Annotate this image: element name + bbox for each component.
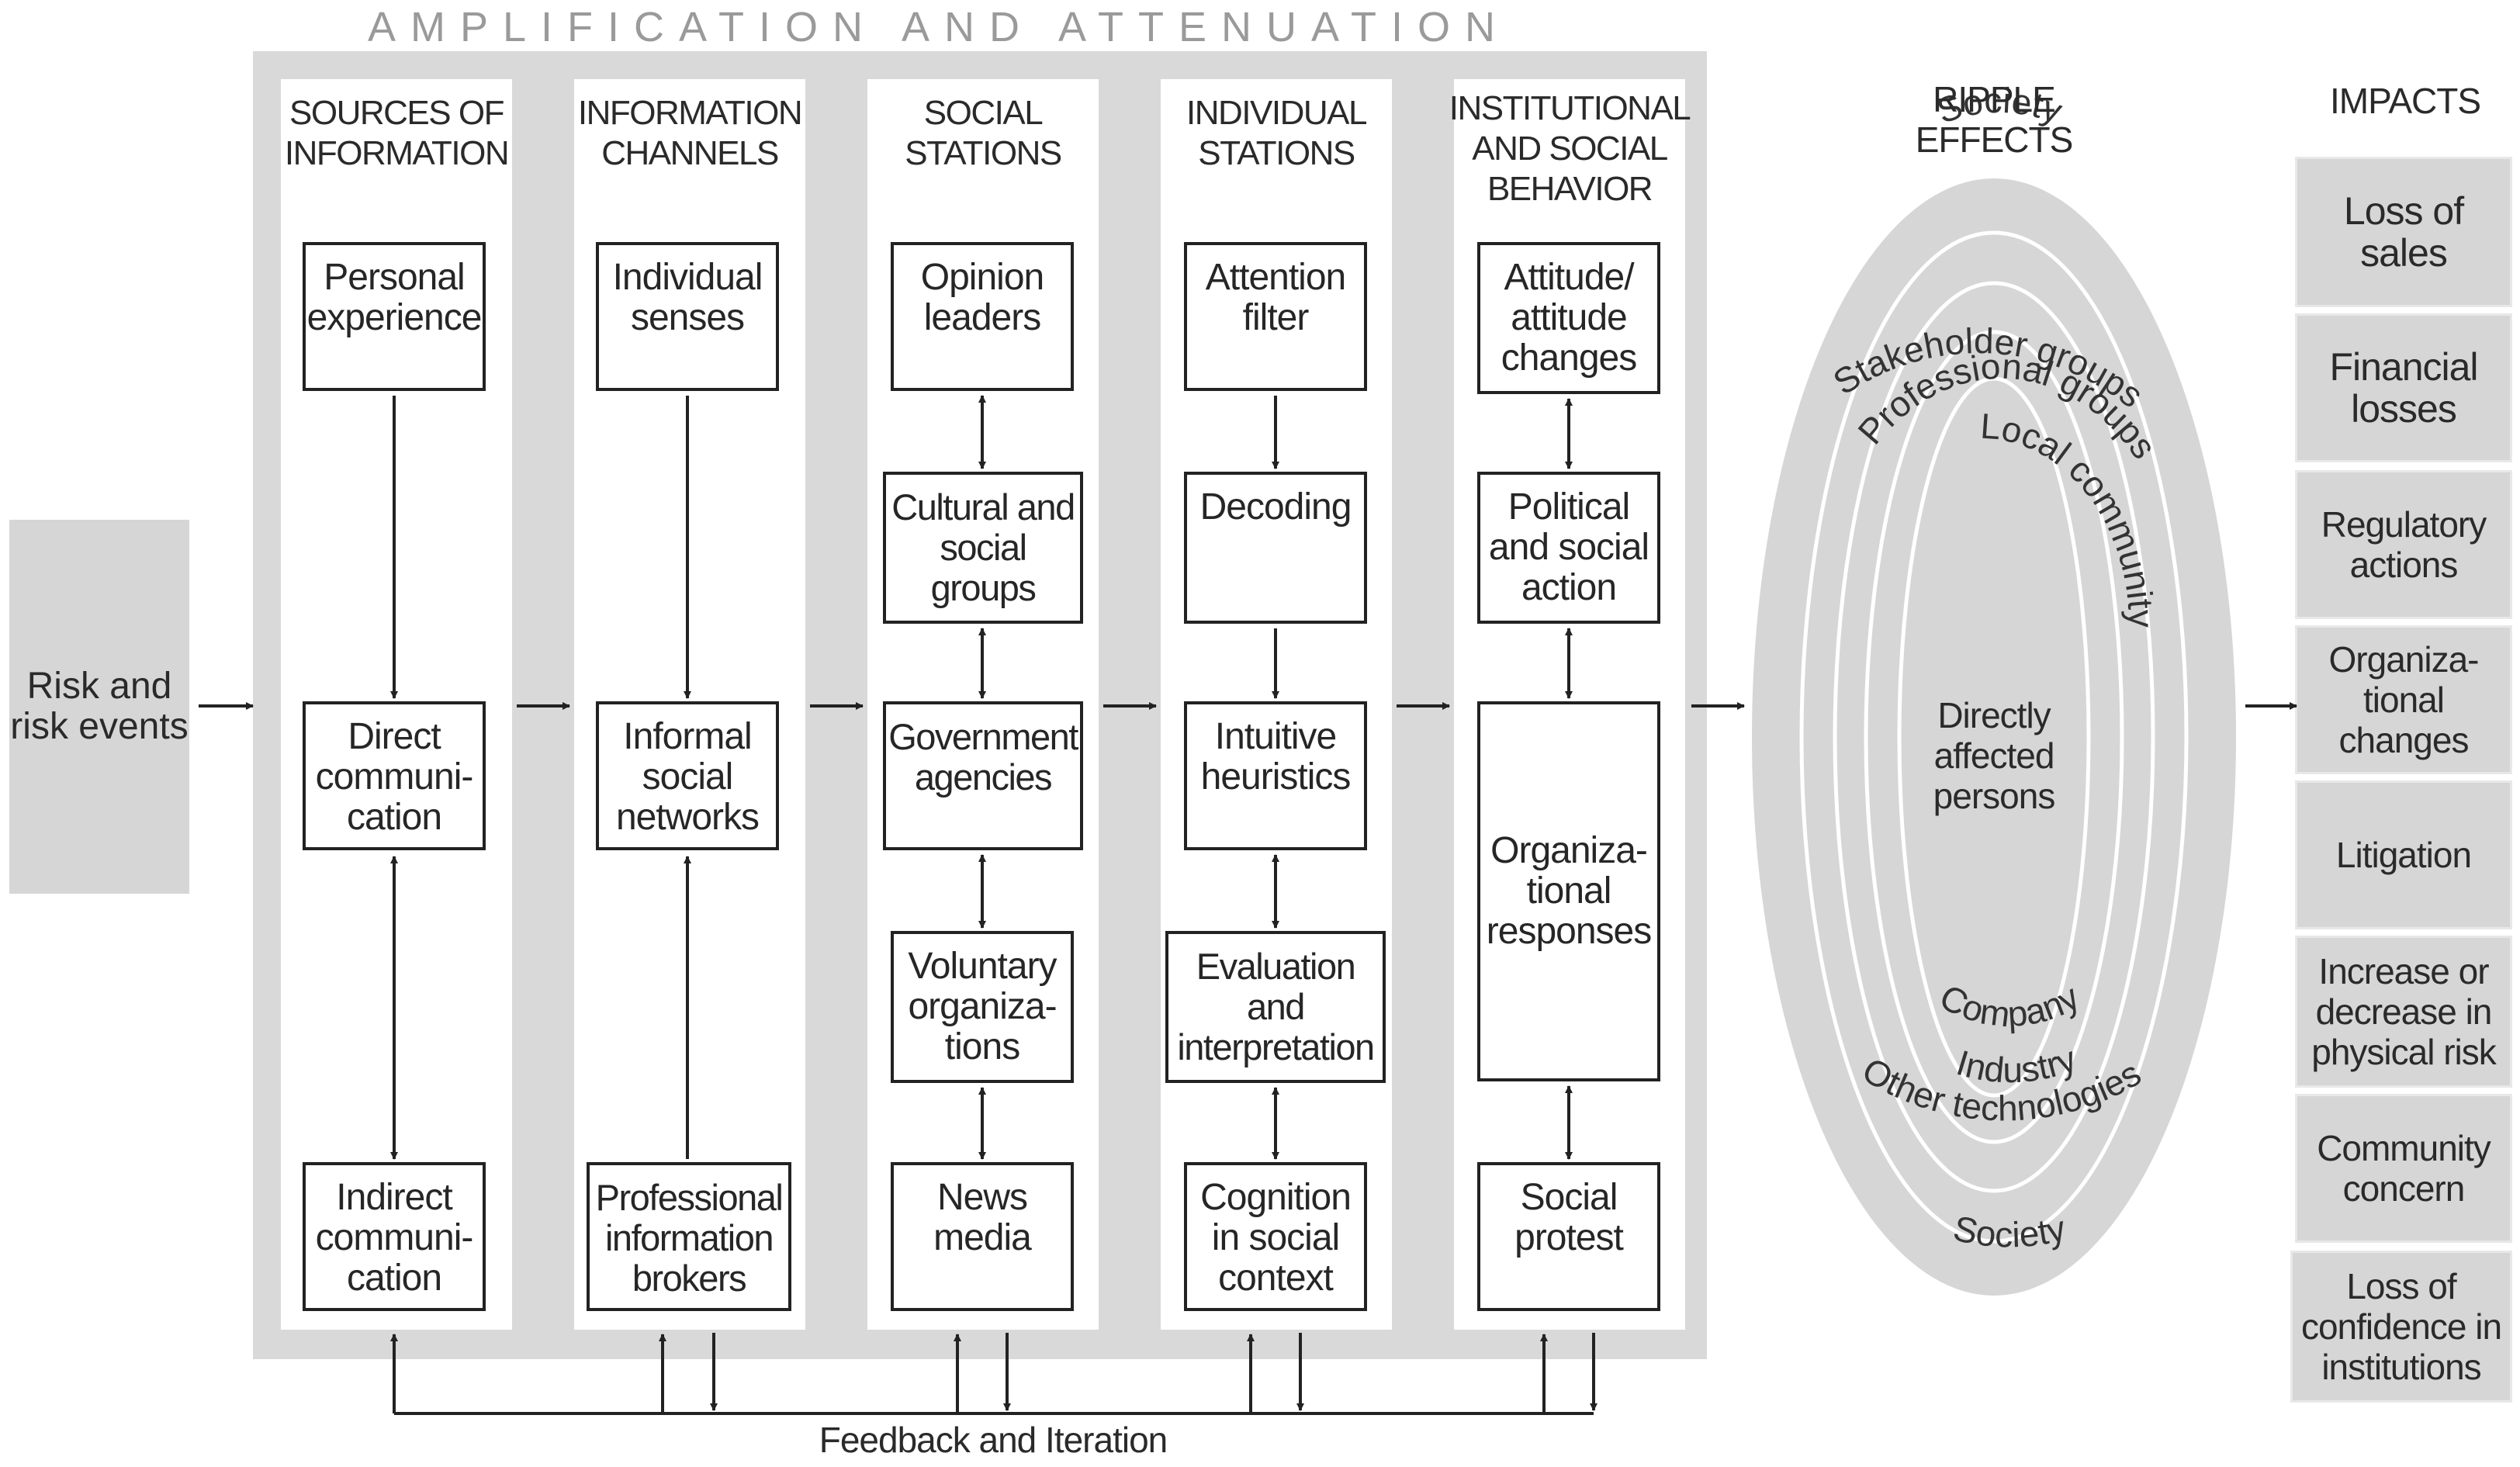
box-social-protest: Social protest: [1477, 1162, 1660, 1311]
box-individual-senses: Individual senses: [596, 242, 779, 391]
impact-organizational-changes: Organiza- tional changes: [2295, 625, 2512, 774]
box-voluntary-organizations: Voluntary organiza- tions: [891, 931, 1074, 1083]
header-social-stations: SOCIAL STATIONS: [905, 94, 1062, 172]
box-cognition-social-context: Cognition in social context: [1184, 1162, 1367, 1311]
header-institutional: INSTITUTIONAL AND SOCIAL BEHAVIOR: [1449, 89, 1691, 208]
impact-community-concern: Community concern: [2295, 1094, 2512, 1243]
impact-loss-of-sales: Loss of sales: [2295, 157, 2512, 307]
header-individual-stations: INDIVIDUAL STATIONS: [1186, 94, 1367, 172]
box-intuitive-heuristics: Intuitive heuristics: [1184, 701, 1367, 850]
impact-loss-of-confidence: Loss of confidence in institutions: [2290, 1251, 2512, 1403]
impact-regulatory-actions: Regulatory actions: [2295, 470, 2512, 619]
box-organizational-responses: Organiza- tional responses: [1477, 701, 1660, 1081]
risk-events-box: Risk and risk events: [9, 520, 189, 894]
header-channels: INFORMATION CHANNELS: [577, 94, 803, 172]
impact-litigation: Litigation: [2295, 780, 2512, 929]
diagram-title: AMPLIFICATION AND ATTENUATION: [367, 4, 1511, 50]
box-evaluation-interpretation: Evaluation and interpretation: [1165, 931, 1386, 1083]
box-opinion-leaders: Opinion leaders: [891, 242, 1074, 391]
box-attention-filter: Attention filter: [1184, 242, 1367, 391]
box-indirect-communication: Indirect communi- cation: [303, 1162, 486, 1311]
impact-financial-losses: Financial losses: [2295, 313, 2512, 462]
header-sources: SOURCES OF INFORMATION: [284, 94, 510, 172]
impact-physical-risk: Increase or decrease in physical risk: [2295, 936, 2512, 1088]
ripple-header: RIPPLE EFFECTS: [1915, 79, 2074, 160]
ring-label-society-bottom: Society: [1950, 1208, 2069, 1255]
box-professional-information-brokers: Professional information brokers: [587, 1162, 791, 1311]
box-news-media: News media: [891, 1162, 1074, 1311]
box-political-social-action: Political and social action: [1477, 472, 1660, 624]
impacts-header: IMPACTS: [2329, 81, 2481, 121]
feedback-label: Feedback and Iteration: [819, 1420, 1168, 1460]
box-government-agencies: Government agencies: [883, 701, 1083, 850]
box-decoding: Decoding: [1184, 472, 1367, 624]
box-cultural-social-groups: Cultural and social groups: [883, 472, 1083, 624]
ring-inner: [1897, 376, 2091, 1098]
box-direct-communication: Direct communi- cation: [303, 701, 486, 850]
box-informal-social-networks: Informal social networks: [596, 701, 779, 850]
box-attitude-changes: Attitude/ attitude changes: [1477, 242, 1660, 394]
box-personal-experience: Personal experience: [303, 242, 486, 391]
ripple-center-label: Directly affected persons: [1933, 695, 2056, 816]
